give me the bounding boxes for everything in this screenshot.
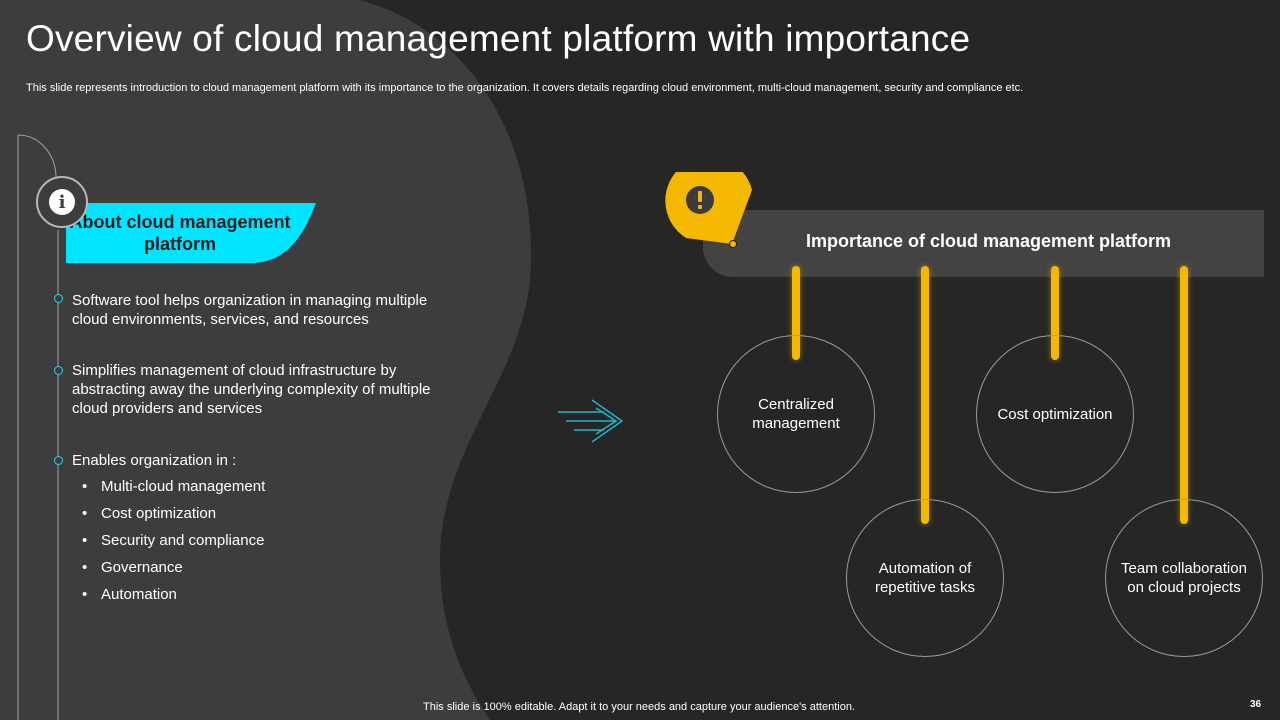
about-tag-shape [66, 203, 316, 263]
sub-point-list: •Multi-cloud management •Cost optimizati… [82, 477, 265, 612]
about-point: Simplifies management of cloud infrastru… [72, 362, 431, 417]
connector-line [792, 266, 800, 360]
list-item: •Cost optimization [82, 505, 217, 522]
page-number: 36 [1250, 699, 1262, 710]
about-label: About cloud management platform [69, 212, 291, 254]
list-item: •Security and compliance [82, 532, 265, 549]
bullet-dot [54, 294, 63, 303]
about-point: Enables organization in : [72, 452, 237, 469]
list-item: •Multi-cloud management [82, 478, 266, 495]
list-item: •Automation [82, 586, 177, 603]
list-item: •Governance [82, 559, 183, 576]
arrow-right-icon [558, 399, 624, 443]
warning-icon [665, 172, 752, 248]
importance-title: Importance of cloud management platform [805, 231, 1172, 251]
timeline-line [17, 134, 59, 720]
info-icon: i [36, 176, 88, 228]
importance-node-cost: Cost optimization [976, 335, 1134, 493]
importance-node-centralized: Centralized management [717, 335, 875, 493]
connector-line [921, 266, 929, 524]
connector-line [1051, 266, 1059, 360]
about-tag: About cloud management platform [66, 203, 316, 263]
importance-node-collaboration: Team collaboration on cloud projects [1105, 499, 1263, 657]
bullet-dot [54, 366, 63, 375]
importance-header-bar [703, 210, 1264, 277]
slide-title: Overview of cloud management platform wi… [26, 18, 971, 59]
info-icon-glyph: i [49, 189, 75, 215]
bullet-dot [54, 456, 63, 465]
connector-line [1180, 266, 1188, 524]
slide-subtitle: This slide represents introduction to cl… [26, 82, 1024, 94]
footer-note: This slide is 100% editable. Adapt it to… [423, 701, 855, 713]
importance-node-automation: Automation of repetitive tasks [846, 499, 1004, 657]
about-point: Software tool helps organization in mana… [72, 292, 428, 328]
